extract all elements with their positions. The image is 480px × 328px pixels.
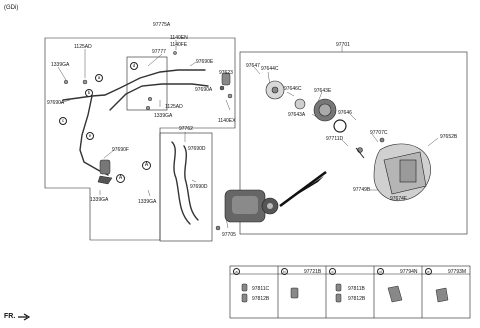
part-label-97775A: 97775A — [153, 22, 171, 28]
part-label-97705: 97705 — [222, 232, 236, 238]
hose-box-97762 — [159, 132, 213, 242]
legend-letter-b: b — [281, 268, 288, 275]
legend-part-97793M: 97793M — [448, 269, 467, 275]
legend-part-97812B: 97812B — [252, 296, 270, 302]
legend-letter-e: e — [425, 268, 432, 275]
legend-part-97811C: 97811C — [252, 286, 270, 292]
front-direction-label: FR. — [4, 313, 16, 320]
part-label-97643E: 97643E — [314, 88, 332, 94]
legend-letter-c: c — [329, 268, 336, 275]
callout-letter-e: e — [86, 132, 94, 140]
part-label-1339GA-bottom-left: 1339GA — [90, 197, 109, 203]
part-label-1339GA-left: 1339GA — [51, 62, 70, 68]
circle-ref-a-2: A — [116, 174, 125, 183]
callout-letter-d: d — [130, 62, 138, 70]
part-label-97777: 97777 — [152, 49, 166, 55]
legend-part-97721B: 97721B — [304, 269, 322, 275]
hose-group-outline — [44, 37, 236, 241]
part-label-97711D: 97711D — [326, 136, 344, 142]
compressor-icon — [224, 189, 279, 223]
part-label-1125AD-top: 1125AD — [74, 44, 92, 50]
pipe-upper — [109, 83, 209, 111]
pipe-97762b — [183, 145, 199, 221]
legend-part-97812B: 97812B — [348, 296, 366, 302]
legend-letter-d: d — [377, 268, 384, 275]
part-label-97674F: 97674F — [390, 196, 407, 202]
circle-ref-a-1: A — [142, 161, 151, 170]
part-label-1339GA-bottom-mid: 1339GA — [138, 199, 157, 205]
legend-part-icons — [241, 283, 449, 303]
legend-header-c: c — [329, 268, 338, 275]
part-label-97644C: 97644C — [261, 66, 279, 72]
legend-header-e: e 97793M — [425, 268, 466, 275]
part-label-97690E: 97690E — [196, 59, 214, 65]
part-label-97690D-low: 97690D — [190, 184, 208, 190]
pipe-97762 — [171, 141, 191, 225]
callout-letter-c: c — [59, 117, 67, 125]
callout-letter-b: b — [85, 89, 93, 97]
front-arrow-icon — [18, 313, 31, 321]
part-label-97690F: 97690F — [112, 147, 129, 153]
fittings — [63, 51, 233, 231]
part-label-97643A: 97643A — [288, 112, 306, 118]
legend-part-97811B: 97811B — [348, 286, 365, 292]
part-label-97690A-right: 97690A — [195, 87, 213, 93]
part-label-97707C: 97707C — [370, 130, 388, 136]
legend-header-b: b 97721B — [281, 268, 321, 275]
compressor-exploded-icon — [265, 80, 431, 202]
part-label-97652B: 97652B — [440, 134, 458, 140]
legend-table — [229, 265, 471, 319]
legend-header-a: a — [233, 268, 242, 275]
part-label-97762: 97762 — [179, 126, 193, 132]
legend-letter-a: a — [233, 268, 240, 275]
part-label-1140EX: 1140EX — [218, 118, 236, 124]
part-label-97647: 97647 — [246, 63, 260, 69]
part-label-1140FE: 1140FE — [170, 42, 188, 48]
part-label-97646C: 97646C — [284, 86, 302, 92]
engine-variant-label: (GDi) — [4, 5, 19, 11]
part-label-97690D: 97690D — [188, 146, 206, 152]
part-label-1125AD-mid: 1125AD — [165, 104, 183, 110]
pipe-lower — [79, 95, 109, 176]
legend-part-97794N: 97794N — [400, 269, 418, 275]
part-label-1140EN: 1140EN — [170, 35, 188, 41]
part-label-97701: 97701 — [336, 42, 350, 48]
callout-letter-a: a — [95, 74, 103, 82]
part-label-97749B: 97749B — [353, 187, 371, 193]
compressor-group-outline — [239, 51, 468, 235]
part-label-97690A-left: 97690A — [47, 100, 65, 106]
legend-header-d: d 97794N — [377, 268, 418, 275]
part-label-97623: 97623 — [219, 70, 233, 76]
part-label-97646: 97646 — [338, 110, 352, 116]
part-label-1339GA-mid: 1339GA — [154, 113, 173, 119]
pipe-main — [62, 69, 206, 101]
